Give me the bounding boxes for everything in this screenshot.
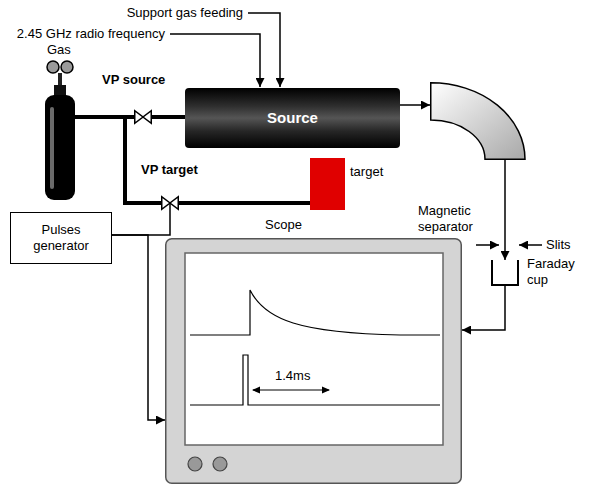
connector bbox=[400, 104, 430, 106]
regulator-knob bbox=[47, 61, 59, 73]
connector bbox=[112, 235, 165, 420]
valve-label: VP target bbox=[141, 162, 198, 178]
separator-label: Magnetic separator bbox=[418, 203, 490, 234]
faraday-cup-outline bbox=[491, 260, 519, 286]
monitor-case bbox=[166, 239, 462, 484]
valve-outline bbox=[134, 110, 152, 124]
signal-trace bbox=[190, 290, 440, 335]
oscilloscope: Scope bbox=[165, 238, 462, 484]
scope-label: Scope bbox=[265, 217, 302, 233]
connector bbox=[462, 286, 505, 330]
connector bbox=[504, 160, 506, 260]
magnet-shape bbox=[431, 83, 525, 160]
regulator-knob bbox=[61, 61, 73, 73]
valve-symbol bbox=[162, 197, 179, 210]
trigger-trace bbox=[190, 355, 440, 405]
cup-label: Faraday cup bbox=[527, 256, 589, 287]
gas-label: Gas bbox=[47, 42, 71, 58]
time-label: 1.4ms bbox=[275, 368, 310, 384]
delay-arrow bbox=[253, 390, 329, 391]
target-block: target bbox=[310, 158, 345, 210]
valve: VP source bbox=[134, 110, 152, 124]
input-label: Support gas feeding bbox=[127, 5, 243, 21]
ion-source: Source bbox=[185, 88, 400, 148]
slit-label: Slits bbox=[546, 237, 571, 253]
gas-cylinder: Gas bbox=[45, 85, 75, 200]
monitor-knob bbox=[213, 457, 227, 471]
input-label: 2.45 GHz radio frequency bbox=[17, 26, 165, 42]
magnetic-separator: Magnetic separator bbox=[430, 82, 525, 160]
valve: VP target bbox=[161, 196, 179, 210]
oscilloscope-outline bbox=[165, 238, 462, 484]
delay-arrow-head bbox=[252, 387, 330, 394]
gas-cylinder-outline bbox=[45, 85, 75, 200]
pulse-generator-box: Pulses generator bbox=[10, 212, 112, 264]
valve-stem bbox=[169, 203, 171, 210]
magnetic-separator-outline bbox=[430, 82, 525, 160]
target-label: target bbox=[350, 164, 383, 180]
valve-outline bbox=[161, 196, 179, 210]
cylinder-highlight bbox=[50, 107, 54, 189]
monitor-knob bbox=[188, 457, 202, 471]
valve-label: VP source bbox=[102, 72, 165, 88]
valve-symbol bbox=[135, 111, 152, 124]
slit-arrow bbox=[519, 244, 542, 246]
cup-shape bbox=[492, 260, 518, 285]
generator-label: Pulses generator bbox=[19, 222, 103, 253]
connector bbox=[179, 201, 310, 205]
regulator-stem bbox=[58, 73, 62, 86]
monitor-screen bbox=[185, 253, 443, 445]
slit-arrow bbox=[476, 244, 499, 246]
source-label: Source bbox=[267, 109, 318, 127]
connector bbox=[152, 115, 185, 119]
support-gas-line bbox=[248, 13, 280, 87]
connector bbox=[75, 117, 161, 203]
faraday-cup: Faraday cup bbox=[491, 260, 519, 286]
cylinder-body bbox=[45, 95, 75, 200]
connector bbox=[112, 210, 170, 235]
rf-line bbox=[170, 34, 260, 87]
